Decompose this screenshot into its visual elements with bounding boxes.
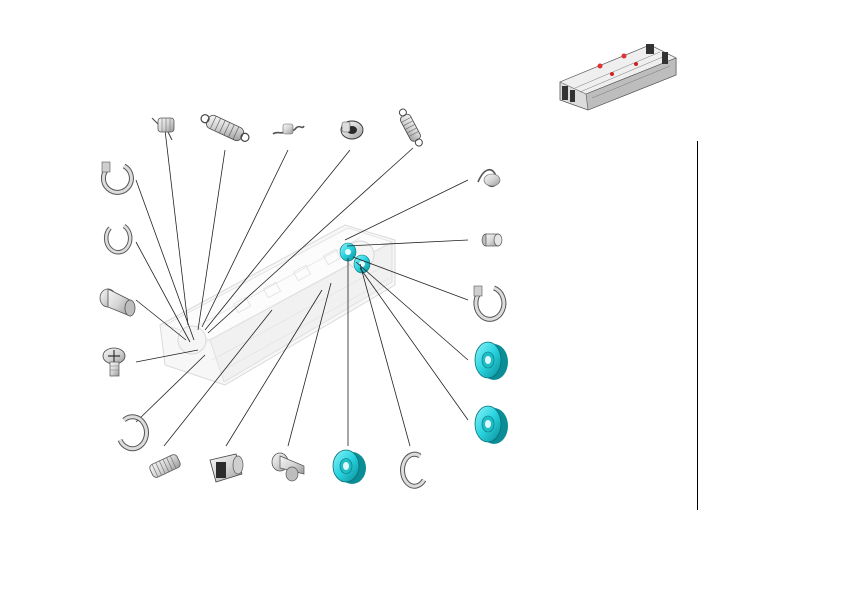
extension-spring-part-2 [398, 108, 423, 147]
assembly-thumbnail [559, 44, 677, 111]
wire-clip-part [477, 169, 501, 188]
extension-spring-part-1 [200, 114, 250, 142]
divider-line [697, 141, 698, 510]
clamp-bushing-part [209, 453, 244, 483]
shoulder-pin-part [99, 288, 136, 317]
torsion-spring-part [151, 117, 175, 141]
shoulder-screw-part [271, 452, 305, 482]
retaining-ring-part-right [473, 285, 507, 322]
ball-bearing-part-right-2 [474, 405, 508, 444]
leader-lines [135, 129, 469, 447]
screw-with-washer-part [102, 347, 126, 377]
fuser-assembly-ghost [159, 224, 396, 386]
ball-bearing-part-right-1 [474, 341, 508, 380]
compression-spring-part [149, 454, 181, 478]
pin-part [481, 233, 503, 247]
retaining-ring-part-2 [103, 224, 133, 255]
e-ring-part-bottom [400, 451, 427, 489]
retaining-ring-part-1 [100, 161, 134, 195]
e-ring-part-left [117, 414, 149, 452]
gear-bushing-part [340, 120, 364, 140]
ball-bearing-part-bottom [332, 449, 366, 484]
wire-spring-part [272, 123, 305, 135]
